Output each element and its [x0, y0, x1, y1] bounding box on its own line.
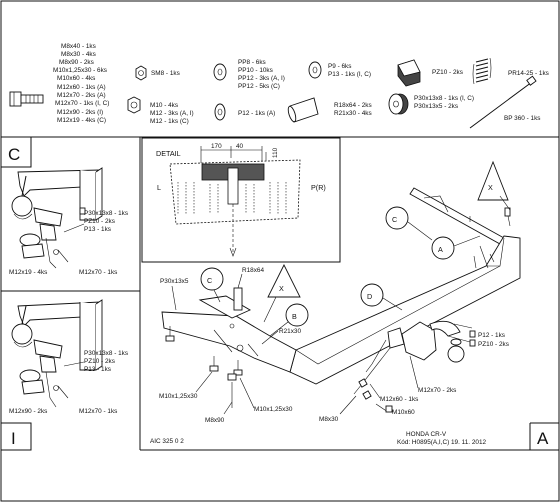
panel-c-callout-1: PZ10 - 2ks [84, 218, 115, 225]
svg-text:C: C [207, 276, 212, 285]
svg-text:B: B [292, 312, 297, 321]
svg-text:D: D [367, 292, 372, 301]
label-p30x13x5: P30x13x5 [160, 278, 189, 285]
washer-pp-3: PP12 - 5ks (C) [238, 83, 280, 90]
panel-i-callout-2: P13 - 1ks [84, 366, 111, 373]
pz10-label: PZ10 - 2ks [432, 69, 463, 76]
large-washer-icon [308, 61, 322, 79]
panel-c-callout-0: P30x13x8 - 1ks [84, 210, 128, 217]
spacer-list-1: R21x30 - 4ks [334, 110, 372, 117]
panel-c-letter: C [8, 145, 20, 164]
footer-kod: Kód: H0895(A,I,C) 19. 11. 2012 [397, 439, 486, 446]
bolt-list-8: M12x90 - 2ks (I) [57, 109, 103, 116]
panel-c-bolt-right: M12x70 - 1ks [79, 269, 117, 276]
bolt-list-5: M12x60 - 1ks (A) [57, 84, 106, 91]
panel-c-bolt-left: M12x19 - 4ks [9, 269, 47, 276]
bolt-list-2: M8x90 - 2ks [59, 59, 94, 66]
flat-washer-icon [213, 63, 227, 81]
p30-list-0: P30x13x8 - 1ks (I, C) [414, 95, 474, 102]
washer-pp-1: PP10 - 10ks [238, 67, 273, 74]
detail-right: P(R) [311, 183, 326, 192]
wedge-washer-icon [397, 59, 421, 87]
label-m8x30: M8x30 [319, 416, 339, 423]
pr14-label: PR14-25 - 1ks [508, 70, 549, 77]
detail-dim-40: 40 [236, 143, 244, 150]
p12-washer-icon [214, 103, 226, 121]
spring-washer-icon [472, 57, 492, 85]
footer-code: AIC 325 0 2 [150, 438, 184, 445]
panel-c: C P30x13x8 - 1ks PZ10 - 2ks P13 - 1ks M1… [8, 145, 128, 276]
detail-left: L [157, 183, 161, 192]
label-m10x1-right: M10x1,25x30 [254, 406, 293, 413]
detail-dim-170: 170 [211, 143, 222, 150]
sm8-label: SM8 - 1ks [151, 70, 180, 77]
bolt-list-6: M12x70 - 2ks (A) [57, 92, 106, 99]
washer-pp-2: PP12 - 3ks (A, I) [238, 75, 285, 82]
spacer-tube-icon [287, 97, 319, 123]
label-p12: P12 - 1ks [478, 332, 505, 339]
panel-i-bolt-right: M12x70 - 1ks [79, 408, 117, 415]
balloon-a: A [431, 235, 481, 260]
bolt-list-7: M12x70 - 1ks (I, C) [55, 100, 109, 107]
panel-a-letter: A [537, 429, 549, 448]
svg-text:X: X [488, 183, 493, 192]
bolt-list-3: M10x1,25x30 - 6ks [53, 67, 107, 74]
balloon-x-top: X [477, 160, 511, 211]
label-m8x90: M8x90 [205, 417, 225, 424]
spacer-list-0: R18x64 - 2ks [334, 102, 372, 109]
cable-tie-icon [469, 75, 537, 129]
nut-list-0: M10 - 4ks [150, 102, 178, 109]
label-r18x64: R18x64 [242, 267, 264, 274]
label-pz10: PZ10 - 2ks [478, 341, 509, 348]
detail-title: DETAIL [156, 149, 181, 158]
thick-washer-icon [388, 93, 409, 115]
hex-nut-icon [135, 65, 147, 81]
p9-list-1: P13 - 1ks (I, C) [328, 71, 371, 78]
nut-icon [127, 96, 141, 114]
bolt-list-1: M8x30 - 4ks [61, 51, 96, 58]
footer: AIC 325 0 2 HONDA CR-V Kód: H0895(A,I,C)… [150, 431, 486, 446]
svg-text:C: C [392, 215, 397, 224]
panel-i: P30x13x8 - 1ks PZ10 - 2ks P13 - 1ks M12x… [9, 299, 128, 448]
panel-c-callout-2: P13 - 1ks [84, 226, 111, 233]
nut-list-1: M12 - 3ks (A, I) [150, 110, 194, 117]
balloon-x-mid: X [263, 263, 301, 323]
detail-box: DETAIL 170 40 110 L P(R) [141, 137, 341, 263]
label-m10x1-left: M10x1,25x30 [159, 393, 198, 400]
label-r21x30: R21x30 [279, 328, 301, 335]
washer-pp-0: PP8 - 6ks [238, 59, 266, 66]
svg-text:A: A [438, 245, 443, 254]
p12-label: P12 - 1ks (A) [238, 110, 275, 117]
bolt-list-4: M10x60 - 4ks [57, 75, 95, 82]
nut-list-2: M12 - 1ks (C) [150, 118, 189, 125]
p9-list-0: P9 - 6ks [328, 63, 351, 70]
balloon-c-mid: C [200, 267, 224, 303]
panel-i-callout-0: P30x13x8 - 1ks [84, 350, 128, 357]
panel-i-bolt-left: M12x90 - 2ks [9, 408, 47, 415]
label-m10x60: M10x60 [392, 409, 415, 416]
bp-label: BP 360 - 1ks [504, 115, 540, 122]
panel-i-letter: I [11, 429, 16, 448]
footer-model: HONDA CR-V [406, 431, 447, 438]
p30-list-1: P30x13x5 - 2ks [414, 103, 458, 110]
bolt-icon [9, 91, 44, 107]
balloon-d: D [360, 283, 403, 311]
bolt-list-9: M12x19 - 4ks (C) [57, 117, 106, 124]
label-m12x60: M12x60 - 1ks [380, 396, 418, 403]
panel-i-callout-1: PZ10 - 2ks [84, 358, 115, 365]
balloon-b: B [269, 303, 309, 337]
label-m12x70: M12x70 - 2ks [418, 387, 456, 394]
bolt-list-0: M8x40 - 1ks [61, 43, 96, 50]
svg-text:X: X [279, 284, 284, 293]
main-assembly: X C A X C B D [159, 160, 549, 448]
balloon-c-top: C [385, 206, 433, 241]
detail-dim-110: 110 [272, 147, 279, 158]
parts-list: M8x40 - 1ks M8x30 - 4ks M8x90 - 2ks M10x… [9, 43, 549, 129]
